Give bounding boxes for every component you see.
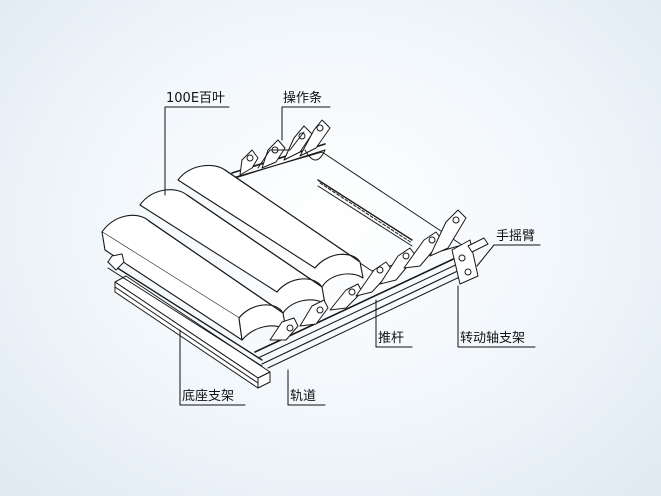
label-pivot-bracket: 转动轴支架 — [460, 331, 526, 346]
pivot-and-crank — [451, 237, 489, 285]
label-operating-bar: 操作条 — [283, 91, 323, 106]
label-crank-arm: 手摇臂 — [496, 229, 536, 244]
label-push-rod: 推杆 — [378, 331, 405, 346]
louver-blades — [101, 164, 364, 341]
label-base-frame: 底座支架 — [182, 389, 235, 404]
base-frame — [114, 275, 271, 389]
label-louver: 100E百叶 — [166, 91, 226, 106]
label-track: 轨道 — [290, 389, 317, 404]
rear-brackets — [239, 119, 331, 176]
leader-lines — [164, 106, 541, 406]
front-brackets — [269, 209, 467, 341]
front-rail — [107, 253, 469, 369]
